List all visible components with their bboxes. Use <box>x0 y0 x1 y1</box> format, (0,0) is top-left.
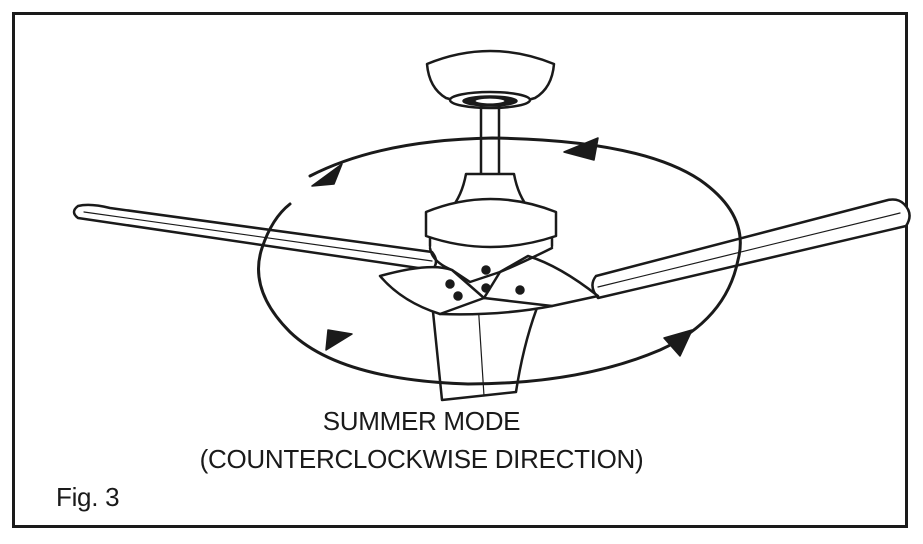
caption-direction: (COUNTERCLOCKWISE DIRECTION) <box>199 444 644 474</box>
left-blade <box>72 203 438 272</box>
right-blade <box>591 198 911 300</box>
rotation-arrows <box>311 137 693 357</box>
fan-blades <box>72 198 911 402</box>
arrowhead-icon <box>663 329 693 357</box>
arrowhead-icon <box>325 329 353 351</box>
figure-frame <box>12 12 908 528</box>
figure-label: Fig. 3 <box>56 482 120 512</box>
fan-canopy <box>425 49 556 110</box>
caption-summer-mode: SUMMER MODE <box>322 406 521 436</box>
fan-motor-housing <box>424 172 558 249</box>
arrowhead-icon <box>563 137 599 161</box>
fan-blade-hub <box>378 246 600 316</box>
fan-downrod <box>479 105 501 176</box>
arrowhead-icon <box>311 163 343 187</box>
